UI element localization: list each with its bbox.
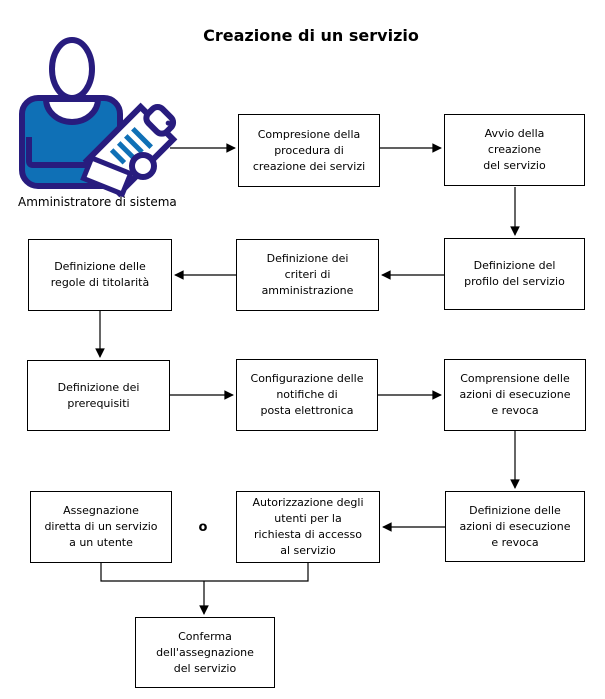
person-collar [42, 96, 102, 125]
diagram-title: Creazione di un servizio [203, 26, 419, 45]
actor-label: Amministratore di sistema [18, 195, 177, 209]
administrator-with-clipboard-icon [19, 37, 178, 198]
connector-merge-lines [100, 563, 309, 582]
node-definizione-prerequisiti: Definizione dei prerequisiti [27, 360, 170, 431]
person-head [49, 37, 95, 101]
or-junction-label: o [198, 520, 208, 535]
node-definizione-azioni: Definizione delle azioni di esecuzione e… [445, 491, 585, 562]
node-configurazione-notifiche: Configurazione delle notifiche di posta … [236, 359, 378, 431]
person-arm [26, 137, 91, 168]
node-assegnazione-diretta: Assegnazione diretta di un servizio a un… [30, 491, 172, 563]
person-forearm [80, 154, 134, 198]
node-definizione-criteri: Definizione dei criteri di amministrazio… [236, 239, 379, 311]
node-avvio-creazione: Avvio della creazione del servizio [444, 114, 585, 186]
node-conferma-assegnazione: Conferma dell'assegnazione del servizio [135, 617, 275, 688]
node-autorizzazione-utenti: Autorizzazione degli utenti per la richi… [236, 491, 380, 563]
person-hand [129, 152, 157, 180]
clipboard-text-lines [109, 127, 153, 165]
node-definizione-regole: Definizione delle regole di titolarità [28, 239, 172, 311]
clipboard-clip [143, 103, 177, 137]
node-comprensione-procedura: Compresione della procedura di creazione… [238, 114, 380, 187]
node-definizione-profilo: Definizione del profilo del servizio [444, 238, 585, 310]
clipboard-clip-hole [165, 120, 171, 126]
node-comprensione-azioni: Comprensione delle azioni di esecuzione … [444, 359, 586, 431]
